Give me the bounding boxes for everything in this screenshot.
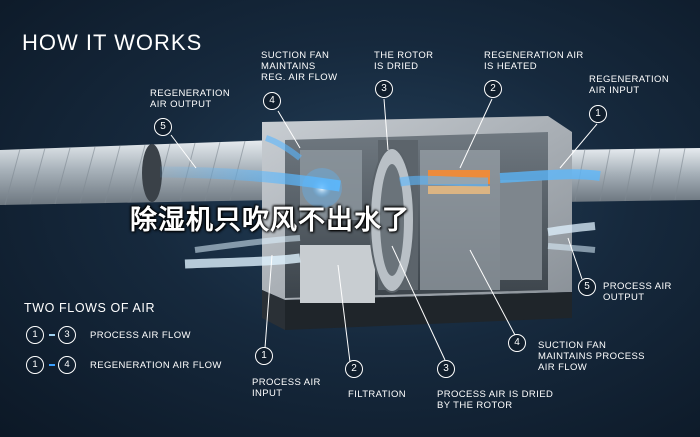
callout-badge-regen-fan: 4	[263, 92, 281, 110]
callout-label-regen-output: REGENERATION AIR OUTPUT	[150, 88, 231, 110]
callout-badge-filtration: 2	[345, 360, 363, 378]
regeneration-air-flow	[159, 135, 601, 192]
legend-regen-label: REGENERATION AIR FLOW	[90, 360, 222, 371]
callout-badge-regen-output: 5	[154, 118, 172, 136]
callout-badge-regen-input: 1	[589, 105, 607, 123]
process-air-flow	[184, 222, 596, 269]
legend-process-dash	[49, 334, 55, 336]
legend-regen-to-badge: 4	[58, 356, 76, 374]
legend-regen-from-badge: 1	[26, 356, 44, 374]
legend-process-label: PROCESS AIR FLOW	[90, 330, 191, 341]
page-title: HOW IT WORKS	[22, 30, 203, 55]
legend-title: TWO FLOWS OF AIR	[24, 301, 156, 315]
callout-badge-process-input: 1	[255, 347, 273, 365]
callout-label-regen-fan: SUCTION FAN MAINTAINS REG. AIR FLOW	[261, 50, 338, 83]
callout-label-process-input: PROCESS AIR INPUT	[252, 377, 321, 399]
callout-label-regen-heated: REGENERATION AIR IS HEATED	[484, 50, 584, 72]
callout-label-regen-input: REGENERATION AIR INPUT	[589, 74, 670, 96]
callout-badge-rotor-dried: 3	[375, 80, 393, 98]
legend-regen-dash	[49, 364, 55, 366]
callout-badge-process-dried: 3	[437, 360, 455, 378]
callout-lines	[170, 98, 598, 363]
callout-badge-process-output: 5	[578, 278, 596, 296]
legend-process-from-badge: 1	[26, 326, 44, 344]
rotor	[369, 147, 415, 293]
callout-label-process-fan: SUCTION FAN MAINTAINS PROCESS AIR FLOW	[538, 340, 645, 373]
callout-badge-process-fan: 4	[508, 334, 526, 352]
callout-badge-regen-heated: 2	[484, 80, 502, 98]
callout-label-filtration: FILTRATION	[348, 389, 407, 400]
callout-label-process-output: PROCESS AIR OUTPUT	[603, 281, 672, 303]
callout-label-process-dried: PROCESS AIR IS DRIED BY THE ROTOR	[437, 389, 554, 411]
overlay-caption: 除湿机只吹风不出水了	[130, 205, 410, 236]
legend-process-to-badge: 3	[58, 326, 76, 344]
callout-label-rotor-dried: THE ROTOR IS DRIED	[374, 50, 434, 72]
